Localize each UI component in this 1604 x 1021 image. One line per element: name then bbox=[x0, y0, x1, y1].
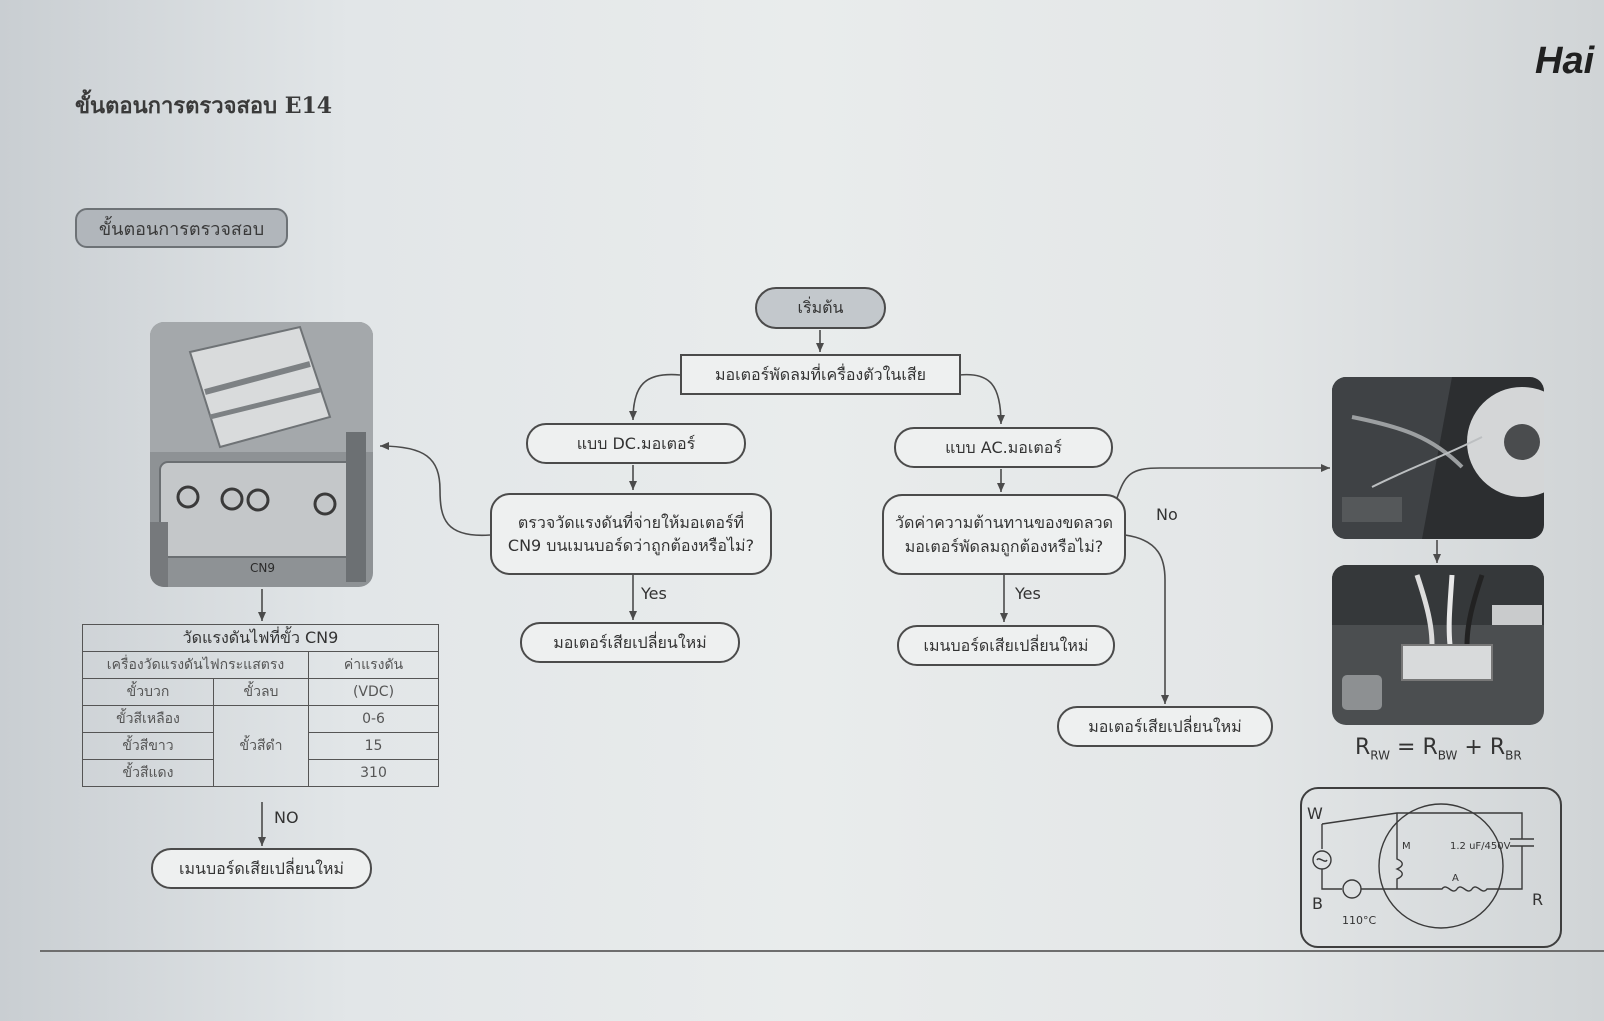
ac-no-label: No bbox=[1156, 505, 1178, 524]
formula-lhs: R bbox=[1355, 735, 1371, 760]
cn9-voltage-table: วัดแรงดันไฟที่ขั้ว CN9 เครื่องวัดแรงดันไ… bbox=[82, 624, 439, 787]
circuit-label-r: R bbox=[1532, 890, 1543, 909]
circuit-label-thermal: 110°C bbox=[1342, 914, 1376, 927]
table-value-red: 310 bbox=[308, 759, 439, 787]
table-wire-red: ขั้วสีแดง bbox=[82, 759, 214, 787]
circuit-label-m: M bbox=[1402, 841, 1411, 852]
start-node: เริ่มต้น bbox=[755, 287, 886, 329]
fan-motor-fault-label: มอเตอร์พัดลมที่เครื่องตัวในเสีย bbox=[715, 364, 926, 384]
left-replace-board-node: เมนบอร์ดเสียเปลี่ยนใหม่ bbox=[151, 848, 372, 889]
ac-motor-node: แบบ AC.มอเตอร์ bbox=[894, 427, 1113, 468]
dc-voltage-check-node: ตรวจวัดแรงดันที่จ่ายให้มอเตอร์ที่ CN9 บน… bbox=[490, 493, 772, 575]
connector-check-to-photo-left bbox=[379, 442, 491, 537]
table-wire-white: ขั้วสีขาว bbox=[82, 732, 214, 760]
table-title: วัดแรงดันไฟที่ขั้ว CN9 bbox=[82, 624, 439, 652]
table-header-unit: (VDC) bbox=[308, 678, 439, 706]
ac-check-line2: มอเตอร์พัดลมถูกต้องหรือไม่? bbox=[904, 536, 1104, 556]
ac-connector-photo bbox=[1332, 565, 1544, 725]
table-wire-yellow: ขั้วสีเหลือง bbox=[82, 705, 214, 733]
section-badge: ขั้นตอนการตรวจสอบ bbox=[75, 208, 288, 248]
dc-yes-label: Yes bbox=[641, 584, 667, 603]
brand-logo: Hai bbox=[1535, 40, 1595, 82]
ac-yes-label: Yes bbox=[1015, 584, 1041, 603]
ac-motor-photo bbox=[1332, 377, 1544, 539]
cn9-connector-photo: CN9 bbox=[150, 322, 373, 587]
table-header-meter: เครื่องวัดแรงดันไฟกระแสตรง bbox=[82, 651, 309, 679]
circuit-label-capacitor: 1.2 uF/450V bbox=[1450, 841, 1511, 852]
circuit-label-a: A bbox=[1452, 873, 1459, 884]
ac-motor-label: แบบ AC.มอเตอร์ bbox=[945, 437, 1062, 457]
cn9-photo-label: CN9 bbox=[250, 561, 275, 575]
ac-resistance-check-node: วัดค่าความต้านทานของขดลวด มอเตอร์พัดลมถู… bbox=[882, 494, 1126, 575]
table-header-value: ค่าแรงดัน bbox=[308, 651, 439, 679]
section-badge-label: ขั้นตอนการตรวจสอบ bbox=[98, 218, 265, 240]
circuit-label-w: W bbox=[1307, 804, 1323, 823]
ac-check-line1: วัดค่าความต้านทานของขดลวด bbox=[895, 513, 1113, 533]
formula-rhs1: R bbox=[1422, 735, 1438, 760]
left-replace-board-label: เมนบอร์ดเสียเปลี่ยนใหม่ bbox=[179, 858, 344, 878]
motor-circuit-diagram: W B R M A 1.2 uF/450V 110°C bbox=[1300, 787, 1562, 948]
dc-motor-node: แบบ DC.มอเตอร์ bbox=[526, 423, 746, 464]
dc-motor-label: แบบ DC.มอเตอร์ bbox=[576, 433, 696, 453]
table-value-white: 15 bbox=[308, 732, 439, 760]
start-node-label: เริ่มต้น bbox=[797, 298, 844, 318]
bottom-divider bbox=[40, 950, 1604, 952]
dc-replace-motor-label: มอเตอร์เสียเปลี่ยนใหม่ bbox=[553, 632, 707, 652]
connector-fault-to-ac bbox=[958, 373, 1005, 425]
table-common-wire: ขั้วสีดำ bbox=[213, 705, 309, 787]
circuit-schematic: W B R M A 1.2 uF/450V 110°C bbox=[1307, 803, 1543, 929]
connector-fault-to-dc bbox=[629, 373, 681, 421]
connector-check-to-photo-right bbox=[1116, 464, 1330, 499]
ac-replace-board-label: เมนบอร์ดเสียเปลี่ยนใหม่ bbox=[923, 635, 1089, 655]
formula-lhs-sub: RW bbox=[1370, 748, 1391, 763]
ac-replace-motor-node: มอเตอร์เสียเปลี่ยนใหม่ bbox=[1057, 706, 1273, 747]
circuit-label-b: B bbox=[1312, 894, 1323, 913]
ac-replace-motor-label: มอเตอร์เสียเปลี่ยนใหม่ bbox=[1088, 716, 1242, 736]
table-probe-negative: ขั้วลบ bbox=[213, 678, 309, 706]
ac-replace-board-node: เมนบอร์ดเสียเปลี่ยนใหม่ bbox=[897, 625, 1115, 666]
table-probe-positive: ขั้วบวก bbox=[82, 678, 214, 706]
dc-replace-motor-node: มอเตอร์เสียเปลี่ยนใหม่ bbox=[520, 622, 740, 663]
formula-rhs2-sub: BR bbox=[1505, 748, 1522, 763]
table-value-yellow: 0-6 bbox=[308, 705, 439, 733]
connector-ac-no bbox=[1124, 534, 1169, 704]
formula-rhs2: R bbox=[1489, 735, 1506, 760]
page-title: ขั้นตอนการตรวจสอบ E14 bbox=[75, 93, 333, 119]
table-no-label: NO bbox=[274, 808, 299, 827]
fan-motor-fault-node: มอเตอร์พัดลมที่เครื่องตัวในเสีย bbox=[680, 354, 961, 395]
dc-check-line1: ตรวจวัดแรงดันที่จ่ายให้มอเตอร์ที่ bbox=[517, 512, 745, 532]
resistance-formula: RRW = RBW + RBR bbox=[1355, 735, 1522, 763]
dc-check-line2: CN9 บนเมนบอร์ดว่าถูกต้องหรือไม่? bbox=[507, 536, 755, 555]
formula-rhs1-sub: BW bbox=[1437, 748, 1458, 763]
